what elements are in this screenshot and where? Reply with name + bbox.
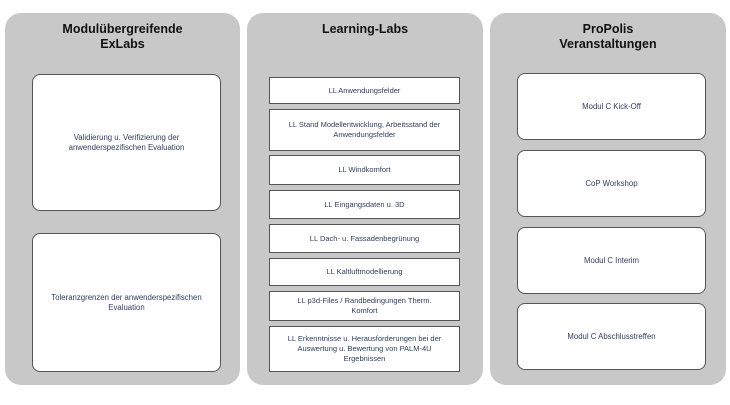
learning-lab-item: LL Windkomfort bbox=[269, 155, 460, 185]
event-box: Modul C Interim bbox=[517, 227, 706, 294]
learning-lab-item: LL Eingangsdaten u. 3D bbox=[269, 190, 460, 219]
event-box: Modul C Kick-Off bbox=[517, 73, 706, 140]
column-learning-labs: Learning-Labs LL Anwendungsfelder LL Sta… bbox=[247, 13, 483, 385]
column-title-learning-labs: Learning-Labs bbox=[321, 22, 409, 36]
column-propolis: ProPolis Veranstaltungen Modul C Kick-Of… bbox=[490, 13, 726, 385]
learning-lab-item: LL Dach- u. Fassadenbegrünung bbox=[269, 224, 460, 253]
event-box: CoP Workshop bbox=[517, 150, 706, 217]
column-title-exlabs: Modulübergreifende ExLabs bbox=[62, 22, 183, 51]
event-box: Modul C Abschlusstreffen bbox=[517, 303, 706, 370]
learning-lab-item: LL Kaltluftmodellierung bbox=[269, 258, 460, 286]
learning-lab-item: LL p3d-Files / Randbedingungen Therm. Ko… bbox=[269, 291, 460, 321]
learning-lab-item: LL Stand Modellentwicklung, Arbeitsstand… bbox=[269, 109, 460, 151]
box-toleranzgrenzen: Toleranzgrenzen der anwenderspezifischen… bbox=[32, 233, 221, 372]
learning-lab-item: LL Anwendungsfelder bbox=[269, 77, 460, 104]
column-title-propolis: ProPolis Veranstaltungen bbox=[559, 22, 657, 51]
learning-lab-item: LL Erkenntnisse u. Herausforderungen bei… bbox=[269, 326, 460, 372]
box-validierung: Validierung u. Verifizierung der anwende… bbox=[32, 74, 221, 211]
column-exlabs: Modulübergreifende ExLabs Validierung u.… bbox=[5, 13, 240, 385]
